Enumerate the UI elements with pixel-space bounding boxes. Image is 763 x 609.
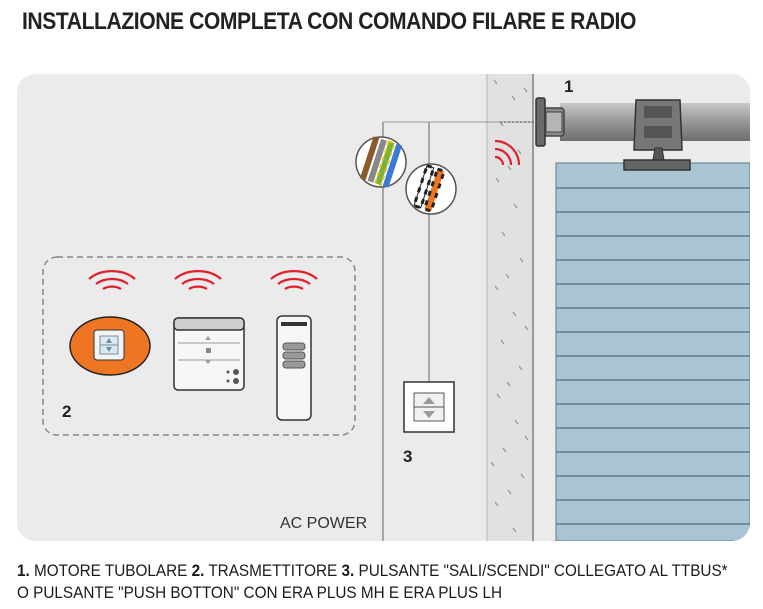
page-title: INSTALLAZIONE COMPLETA CON COMANDO FILAR… bbox=[22, 8, 636, 35]
wall-hatching bbox=[490, 79, 529, 533]
caption-text-1: MOTORE TUBOLARE bbox=[29, 561, 192, 580]
motor-cable-icon bbox=[355, 136, 407, 188]
caption-number-1: 1. bbox=[17, 561, 30, 580]
transmitters-label: 2 bbox=[62, 402, 71, 421]
transmitters-group bbox=[42, 256, 356, 436]
handheld-transmitter bbox=[276, 315, 312, 421]
caption-line-2: O PULSANTE "PUSH BOTTON" CON ERA PLUS MH… bbox=[17, 583, 503, 602]
caption-text-2: TRASMETTITORE bbox=[204, 561, 342, 580]
tubular-motor bbox=[535, 97, 750, 171]
motor-label: 1 bbox=[564, 77, 573, 96]
wall bbox=[487, 74, 533, 541]
wall-transmitter-orange bbox=[69, 316, 151, 376]
caption-number-2: 2. bbox=[191, 561, 205, 580]
button-label: 3 bbox=[403, 447, 412, 466]
wall-transmitter-white bbox=[173, 317, 245, 391]
ac-power-label: AC POWER bbox=[280, 515, 367, 532]
caption-text-3: PULSANTE "SALI/SCENDI" COLLEGATO AL TTBU… bbox=[354, 561, 728, 580]
motor-radio-waves-icon bbox=[494, 139, 521, 166]
up-down-switch bbox=[403, 381, 455, 433]
bus-cable-icon bbox=[405, 163, 457, 215]
roller-shutter bbox=[555, 162, 750, 541]
caption-line-1: 1. MOTORE TUBOLARE 2. TRASMETTITORE 3. P… bbox=[17, 561, 728, 581]
caption-number-3: 3. bbox=[341, 561, 355, 580]
radio-waves-icon bbox=[88, 270, 318, 290]
